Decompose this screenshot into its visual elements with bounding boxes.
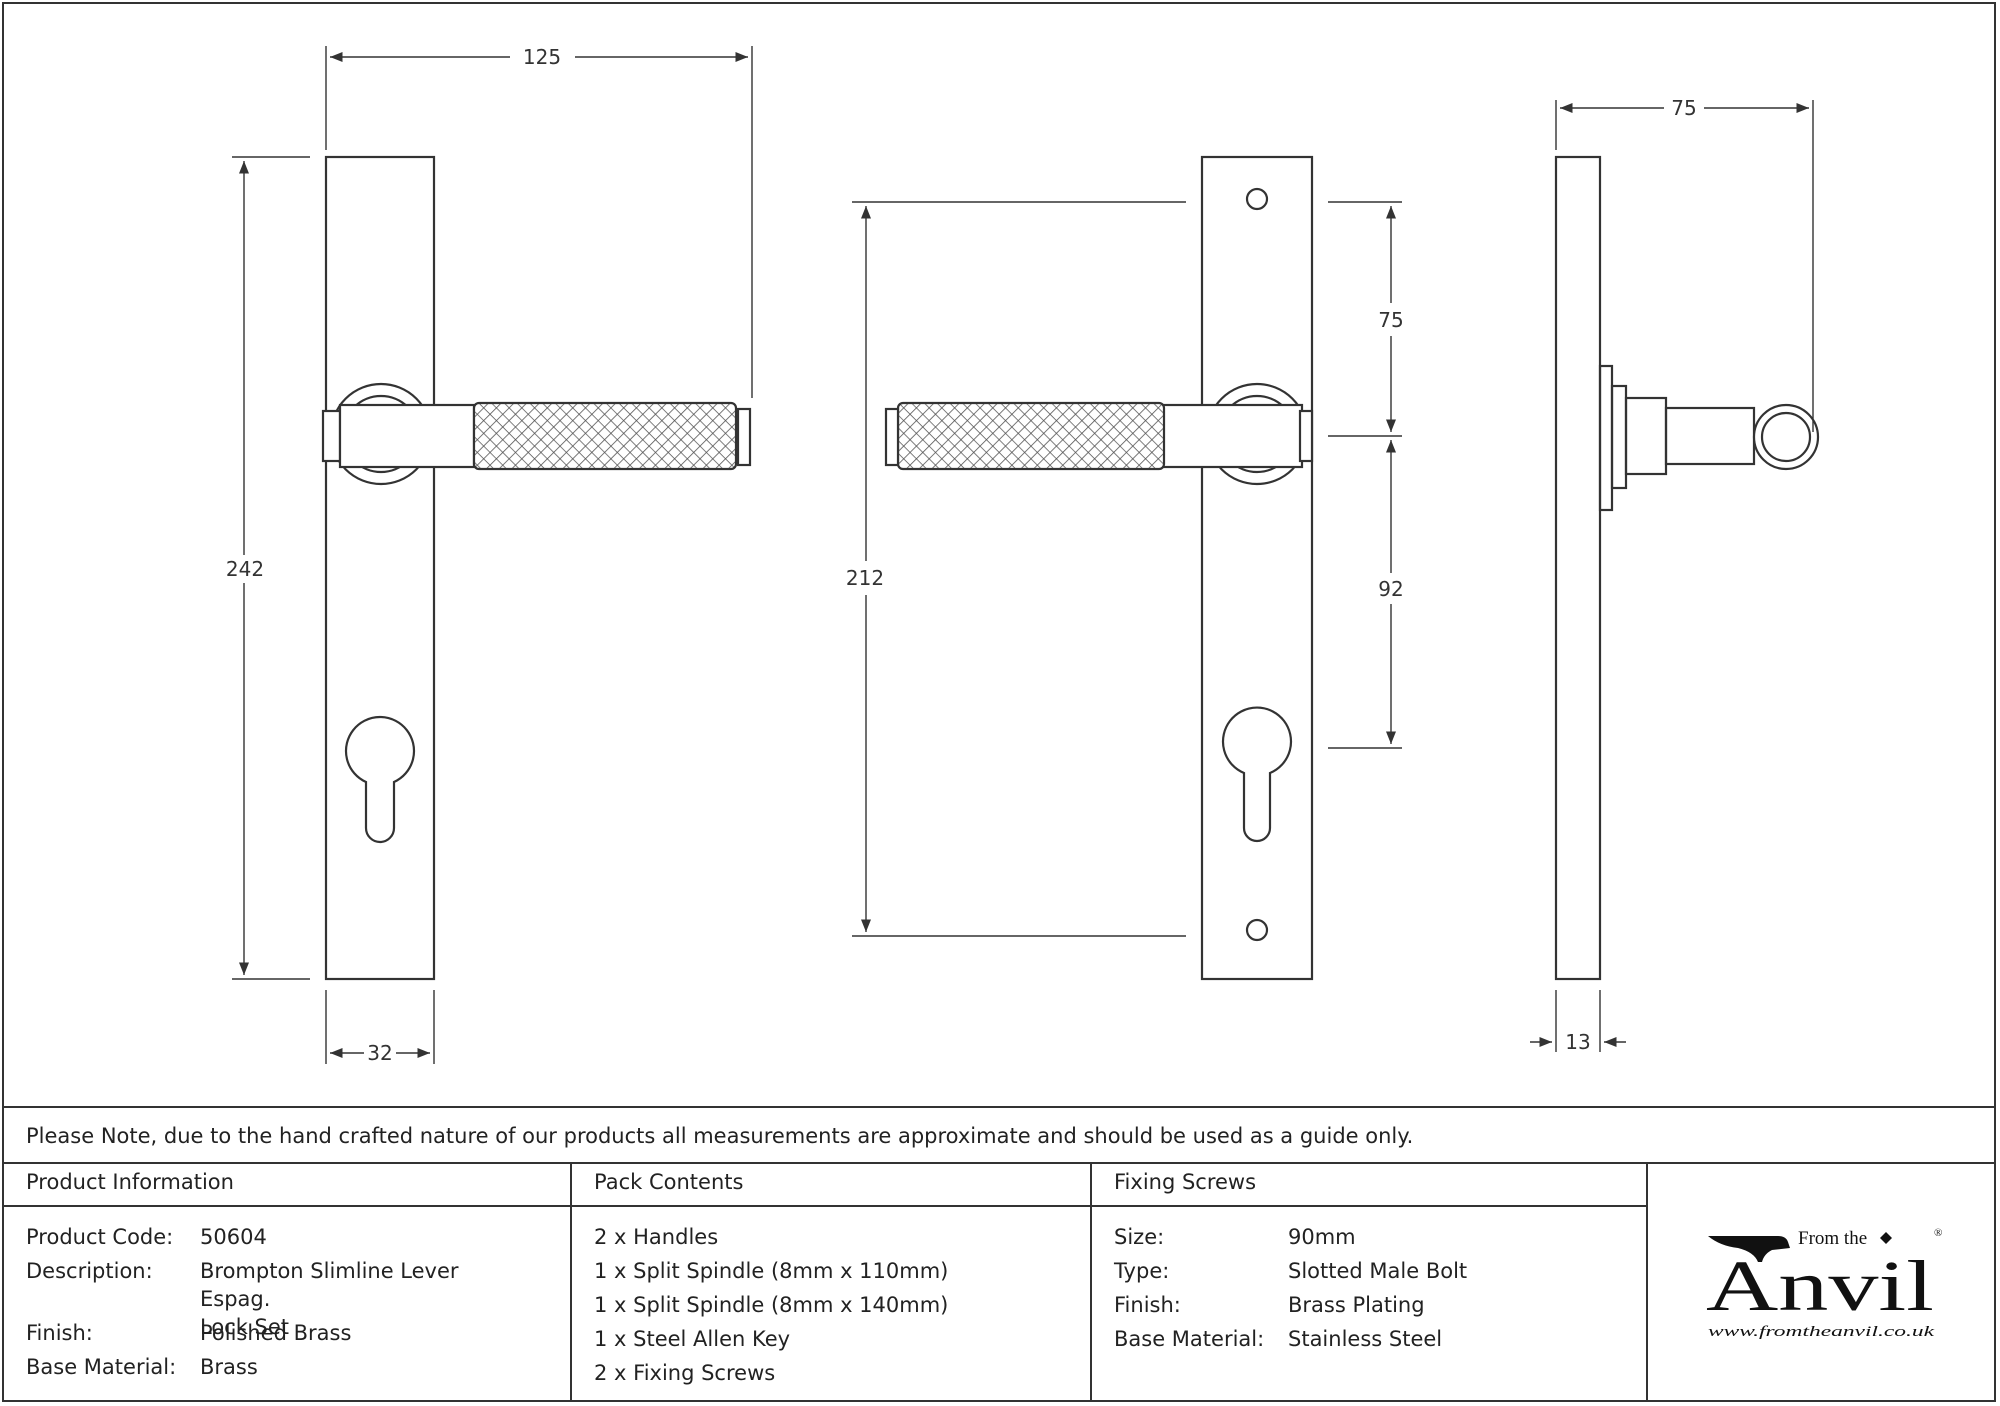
header-divider-2 [570,1205,1090,1207]
logo-url: www.fromtheanvil.co.uk [1708,1324,1935,1340]
back-top-screw-hole [1245,187,1269,211]
side-backplate [1554,155,1602,981]
logo-registered: ® [1934,1227,1942,1239]
logo-from-the: From the [1798,1228,1867,1249]
type-label: Type: [1114,1259,1170,1283]
measurement-note: Please Note, due to the hand crafted nat… [4,1106,1994,1164]
product-info-row: Product Code: 50604 [26,1220,556,1254]
description-line-2: Lock Set [200,1315,290,1339]
dim-back-height: 212 [846,566,884,590]
product-code-label: Product Code: [26,1225,174,1249]
front-lever-end [736,407,752,467]
screw-finish-label: Finish: [1114,1293,1181,1317]
dim-side-thickness: 13 [1565,1030,1590,1054]
size-label: Size: [1114,1225,1165,1249]
back-keyhole [1221,706,1293,843]
product-code-value: 50604 [200,1225,267,1249]
side-rose-step [1610,384,1628,490]
product-info-row: Base Material: Brass [26,1350,556,1384]
description-value: Brompton Slimline Lever Espag. Lock Set [200,1257,500,1341]
size-value: 90mm [1288,1225,1356,1249]
fixing-screws-row: Finish: Brass Plating [1114,1288,1634,1322]
pack-contents-heading: Pack Contents [594,1170,744,1194]
side-grip-end-inner [1760,411,1812,463]
column-divider-3 [1646,1162,1648,1402]
type-value: Slotted Male Bolt [1288,1259,1468,1283]
side-neck [1664,406,1756,466]
fixing-screws-heading: Fixing Screws [1114,1170,1257,1194]
description-label: Description: [26,1259,153,1283]
logo-diamond [1880,1232,1892,1244]
back-view [884,155,1314,981]
base-material-value: Brass [200,1355,258,1379]
product-info-row: Finish: Polished Brass [26,1316,556,1350]
header-divider-1 [4,1205,570,1207]
logo-brand: Anvil [1706,1246,1934,1326]
product-information-heading: Product Information [26,1170,234,1194]
product-info-row: Description: Brompton Slimline Lever Esp… [26,1254,556,1339]
front-view [321,155,752,981]
fixing-screws-table: Size: 90mm Type: Slotted Male Bolt Finis… [1114,1220,1634,1356]
list-item: 1 x Split Spindle (8mm x 110mm) [594,1259,949,1283]
fixing-screws-row: Type: Slotted Male Bolt [1114,1254,1634,1288]
dim-front-plate-width: 32 [367,1041,392,1065]
back-lever-base [1298,409,1314,463]
column-divider-2 [1090,1162,1092,1402]
technical-drawing: 125 242 32 212 75 92 75 13 [226,45,1820,1065]
dim-back-upper: 75 [1378,308,1403,332]
screw-finish-value: Brass Plating [1288,1293,1425,1317]
front-lever-neck [338,403,476,469]
back-lever-end [884,407,900,467]
list-item: 1 x Split Spindle (8mm x 140mm) [594,1293,949,1317]
product-information-table: Product Code: 50604 Description: Brompto… [26,1220,556,1384]
finish-label: Finish: [26,1321,93,1345]
back-lever-neck [1160,403,1304,469]
list-item: 2 x Fixing Screws [594,1361,776,1385]
anvil-icon [1708,1236,1790,1262]
table-top-divider [4,1162,1994,1164]
dim-back-lower: 92 [1378,577,1403,601]
list-item: 2 x Handles [594,1225,719,1249]
dim-side-projection: 75 [1671,96,1696,120]
front-lever-base [321,409,342,463]
fixing-screws-row: Base Material: Stainless Steel [1114,1322,1634,1356]
base-material-label: Base Material: [26,1355,177,1379]
list-item: 1 x Steel Allen Key [594,1327,791,1351]
side-view [1554,155,1820,981]
description-line-1: Brompton Slimline Lever Espag. [200,1259,459,1311]
header-divider-3 [1090,1205,1646,1207]
side-grip-end-outer [1752,403,1820,471]
front-keyhole [344,715,416,844]
side-rose [1598,364,1614,512]
screw-material-value: Stainless Steel [1288,1327,1443,1351]
from-the-anvil-logo: From the ® Anvil www.fromtheanvil.co.uk [1706,1227,1942,1340]
back-backplate [1200,155,1314,981]
fixing-screws-row: Size: 90mm [1114,1220,1634,1254]
front-knurled-grip [472,401,738,471]
back-bottom-screw-hole [1245,918,1269,942]
column-divider-1 [570,1162,572,1402]
back-knurled-grip [896,401,1166,471]
screw-material-label: Base Material: [1114,1327,1265,1351]
dim-front-width: 125 [523,45,561,69]
side-collar [1624,396,1668,476]
front-backplate [324,155,436,981]
dim-front-height: 242 [226,557,264,581]
finish-value: Polished Brass [200,1321,352,1345]
pack-contents-list: 2 x Handles 1 x Split Spindle (8mm x 110… [594,1220,1074,1390]
